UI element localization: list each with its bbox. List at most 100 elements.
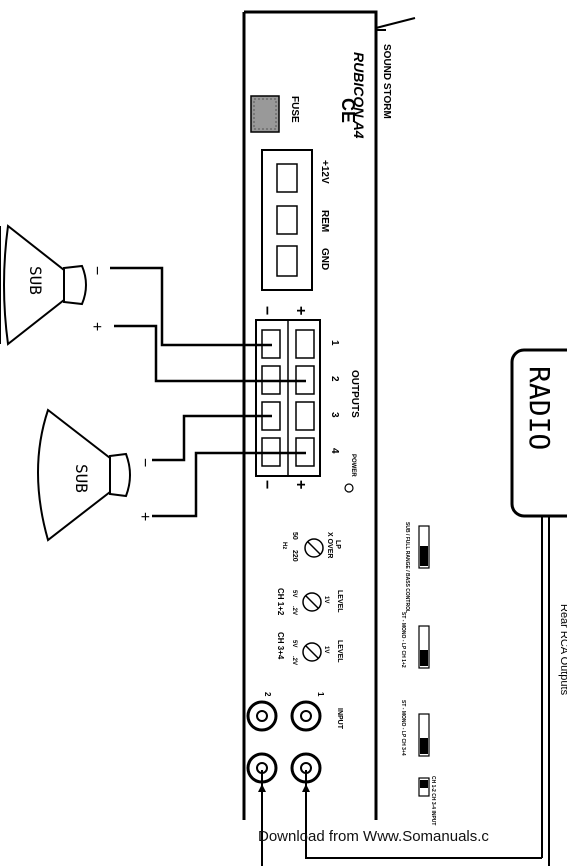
- watermark: Download from Www.Somanuals.c: [258, 828, 489, 845]
- switch-input-label: CH 1-2 CH 3-4 INPUT: [430, 776, 436, 825]
- switch-sub-fullrange-label: SUB / FULL RANGE / BASS CONTROL: [404, 522, 410, 613]
- rca-jack-2-left[interactable]: [246, 700, 278, 732]
- switch-sub-fullrange[interactable]: [418, 525, 430, 569]
- switch-sub-fullrange-knob: [420, 546, 428, 566]
- label-rem: REM: [319, 210, 330, 232]
- level-ch34-knob[interactable]: [302, 642, 322, 662]
- label-gnd: GND: [319, 248, 330, 270]
- input-title: INPUT: [336, 708, 343, 730]
- lp-xover-max: 220: [291, 550, 298, 562]
- power-led-icon: [344, 483, 354, 493]
- level-ch12-knob-pointer: [305, 595, 319, 609]
- speaker-1-cone: [3, 224, 65, 346]
- radio-body: [510, 348, 567, 518]
- switch-input[interactable]: [418, 777, 430, 797]
- terminal-gnd: [276, 245, 298, 277]
- rca-jack-2-left-pin: [256, 710, 268, 722]
- speaker-2-cone: [37, 408, 111, 542]
- speaker-wires: [110, 266, 306, 518]
- speaker-2-minus: −: [136, 458, 153, 467]
- radio: RADIO Rear RCA Outputs: [510, 348, 567, 696]
- rca-arrows: [258, 784, 310, 792]
- fuse-hatch: [253, 98, 277, 130]
- power-label: POWER: [350, 454, 356, 477]
- lp-xover-knob-dial[interactable]: [304, 538, 324, 558]
- level-ch12-max: .2V: [291, 606, 297, 615]
- switch-mode-ch34[interactable]: [418, 713, 430, 757]
- lp-xover-line2: X OVER: [326, 532, 333, 558]
- ce-mark: CE: [338, 98, 358, 123]
- output-channel-2: 2: [329, 376, 340, 382]
- outputs-title: OUTPUTS: [349, 370, 360, 418]
- terminal-12v: [276, 163, 298, 193]
- speaker-1: SUB − +: [0, 224, 105, 346]
- label-12v: +12V: [319, 160, 330, 184]
- level-ch34-title: LEVEL: [336, 640, 343, 663]
- switch-mode-ch34-knob: [420, 738, 428, 754]
- output-plus-top: +: [292, 306, 309, 315]
- level-ch12-channel: CH 1+2: [276, 588, 285, 616]
- switch-mode-ch12-knob: [420, 650, 428, 666]
- level-ch34-mid: 1V: [323, 646, 329, 653]
- lp-xover-unit: Hz: [281, 542, 287, 549]
- speaker-1-label: SUB: [26, 266, 45, 295]
- speaker-2-label: SUB: [72, 464, 91, 493]
- output-plus-bottom: +: [292, 480, 309, 489]
- level-ch34-max: .2V: [291, 656, 297, 665]
- level-ch12-knob-dial[interactable]: [302, 592, 322, 612]
- lp-xover-knob-pointer: [307, 541, 321, 555]
- output-terminal-plus-3: [295, 401, 315, 431]
- wire-spk1-plus: [114, 324, 306, 383]
- level-ch34-knob-dial[interactable]: [302, 642, 322, 662]
- arrow-up-icon-1: [302, 784, 310, 792]
- rca-input-jacks: [246, 700, 322, 784]
- switch-mode-ch12-label: ST - MONO - LP CH 1+2: [400, 612, 406, 668]
- lp-xover-line1: LP: [334, 540, 341, 549]
- lp-xover-min: 50: [291, 532, 298, 540]
- switch-mode-ch34-label: ST - MONO - LP CH 3+4: [400, 700, 406, 756]
- fuse-label: FUSE: [289, 96, 300, 123]
- wire-spk1-minus: [110, 266, 272, 347]
- power-terminal-block: [261, 149, 313, 291]
- terminal-rem: [276, 205, 298, 235]
- output-channel-3: 3: [329, 412, 340, 418]
- level-ch12-title: LEVEL: [336, 590, 343, 613]
- speaker-1-magnet: [63, 264, 87, 306]
- speaker-2: SUB − +: [37, 408, 153, 542]
- switch-mode-ch12[interactable]: [418, 625, 430, 669]
- input-jack1-label: 1: [316, 692, 325, 697]
- brand-label: SOUND STORM: [381, 44, 392, 119]
- amplifier: RUBICON A4 SOUND STORM CE FUSE +12V REM …: [242, 10, 436, 825]
- level-ch12-knob[interactable]: [302, 592, 322, 612]
- output-channel-1: 1: [329, 340, 340, 346]
- rca-jack-1-left-pin: [300, 710, 312, 722]
- wire-spk2-plus: [152, 451, 306, 518]
- lp-xover-knob[interactable]: [304, 538, 324, 558]
- fuse: [250, 95, 280, 133]
- input-jack2-label: 2: [263, 692, 272, 697]
- rca-cable-1: [305, 770, 542, 859]
- speaker-1-plus: +: [88, 322, 105, 331]
- level-ch34-channel: CH 3+4: [276, 632, 285, 660]
- output-terminal-plus-1: [295, 329, 315, 359]
- output-minus-bottom: −: [258, 480, 275, 489]
- level-ch12-min: 5V: [291, 590, 297, 597]
- level-ch34-knob-pointer: [305, 645, 319, 659]
- rca-jack-1-left[interactable]: [290, 700, 322, 732]
- radio-label: RADIO: [523, 366, 556, 450]
- switch-input-knob: [420, 780, 428, 788]
- arrow-up-icon-2: [258, 784, 266, 792]
- level-ch12-mid: 1V: [323, 596, 329, 603]
- mode-switches: SUB / FULL RANGE / BASS CONTROL ST - MON…: [400, 522, 436, 825]
- wire-spk2-minus: [152, 414, 272, 462]
- model-label: RUBICON A4: [351, 52, 367, 139]
- radio-outputs-label: Rear RCA Outputs: [558, 604, 567, 696]
- amplifier-top-edge: [375, 17, 416, 29]
- output-channel-4: 4: [329, 448, 340, 454]
- output-minus-top: −: [258, 306, 275, 315]
- speaker-2-magnet: [109, 452, 131, 498]
- level-ch34-min: 5V: [291, 640, 297, 647]
- speaker-1-minus: −: [88, 266, 105, 275]
- speaker-2-plus: +: [136, 512, 153, 521]
